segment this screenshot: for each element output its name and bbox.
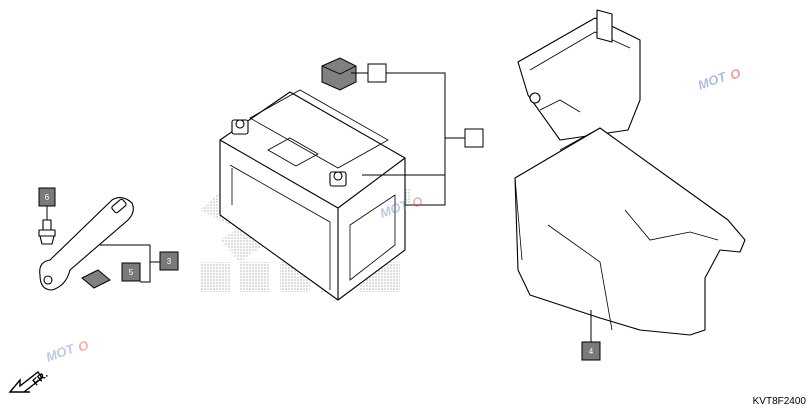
band-leaders xyxy=(100,244,160,283)
svg-text:MOT: MOT xyxy=(696,68,729,92)
svg-text:O: O xyxy=(728,65,743,83)
front-direction-label: FR. xyxy=(31,369,51,388)
callout-6: 6 xyxy=(38,187,56,207)
diagram-code: KVT8F2400 xyxy=(753,396,807,407)
battery-terminal-right xyxy=(329,171,347,187)
watermark-bottom-left: MOT O xyxy=(44,337,91,365)
terminal-cap xyxy=(321,57,357,91)
svg-text:4: 4 xyxy=(589,347,594,356)
battery-band xyxy=(39,197,134,291)
svg-text:MOT: MOT xyxy=(44,340,77,364)
watermark-top-right: MOT O xyxy=(696,65,743,93)
callout-4: 4 xyxy=(581,341,601,361)
callout-5: 5 xyxy=(121,262,141,282)
battery-leaders xyxy=(351,72,465,206)
callout-box-terminal-cap xyxy=(367,63,387,83)
svg-text:O: O xyxy=(410,193,425,211)
front-direction-arrow xyxy=(8,370,43,393)
battery xyxy=(219,89,406,301)
battery-terminal-left xyxy=(231,119,249,135)
svg-text:3: 3 xyxy=(167,257,172,266)
svg-text:6: 6 xyxy=(45,193,50,202)
battery-case xyxy=(514,9,746,336)
svg-text:5: 5 xyxy=(129,268,134,277)
svg-text:O: O xyxy=(76,337,91,355)
bolt xyxy=(38,219,56,245)
pad xyxy=(81,269,111,289)
callout-box-battery xyxy=(464,128,484,148)
callout-3: 3 xyxy=(159,251,179,271)
